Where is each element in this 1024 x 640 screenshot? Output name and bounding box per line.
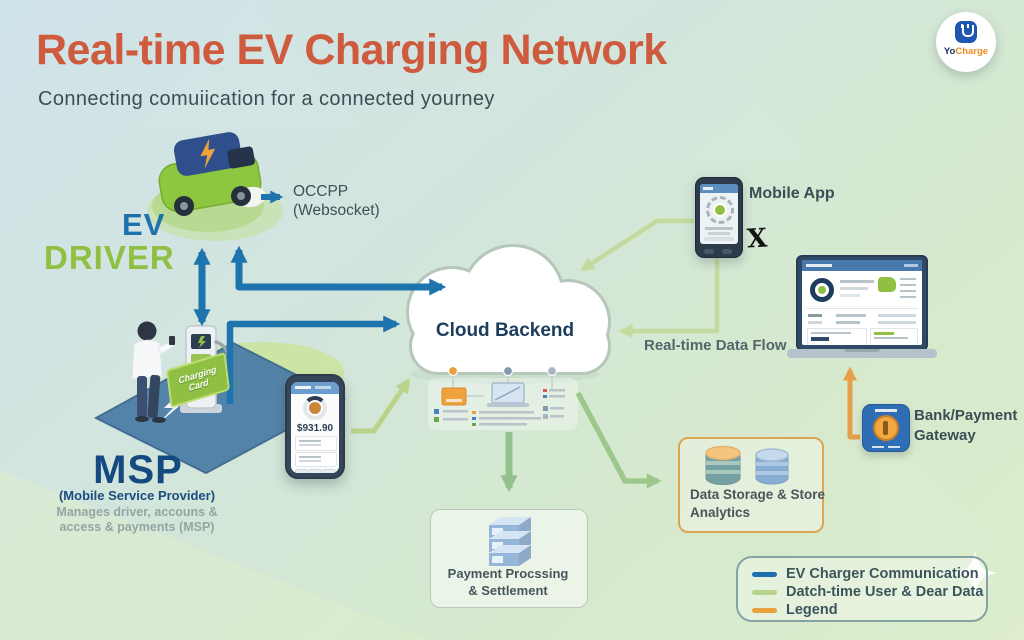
mobile-app-label: Mobile App <box>749 185 835 202</box>
legend-label: Legend <box>786 602 838 618</box>
legend-dash-green <box>752 589 777 595</box>
dashboard-donut-icon <box>810 278 834 302</box>
dashboard-screen <box>802 260 922 345</box>
payment-gateway-icon <box>862 404 910 452</box>
phone-balance: $931.90 <box>296 423 334 434</box>
msp-title: MSP <box>93 448 183 492</box>
data-storage-label: Data Storage & Store Analytics <box>690 486 825 522</box>
legend-item: EV Charger Communication <box>752 565 986 583</box>
storage-label-line2: Analytics <box>690 505 751 521</box>
laptop-icon <box>787 253 937 359</box>
arrow-mspphone-cloud <box>351 377 411 434</box>
legend-dash-orange <box>752 607 777 613</box>
msp-desc-line1: Manages driver, accouns & <box>56 505 218 519</box>
legend-label: EV Charger Communication <box>786 566 979 582</box>
arrow-cloud-storage <box>575 391 662 489</box>
msp-description: Manages driver, accouns & access & payme… <box>47 505 227 535</box>
payment-processing-label: Payment Procssing & Settlement <box>430 566 586 600</box>
data-storage-box <box>678 437 824 533</box>
legend-item: Datch-time User & Dear Data <box>752 583 986 601</box>
occpp-line1: OCCPP <box>293 183 349 200</box>
payment-label-line1: Payment Procssing <box>447 566 569 581</box>
map-blob-icon <box>878 277 896 292</box>
person-icon <box>131 321 175 423</box>
arrow-mobileapp-cloud-diagonal <box>580 218 694 271</box>
x-mark-icon: X <box>746 223 768 255</box>
driver-label: DRIVER <box>44 239 175 276</box>
cloud-icon <box>406 244 611 384</box>
yocharge-logo: YoCharge <box>936 12 996 72</box>
ev-car-icon <box>147 132 283 241</box>
logo-text: YoCharge <box>944 46 988 57</box>
lightning-icon <box>200 138 216 169</box>
arrow-mobileapp-cloud-elbow <box>618 258 720 338</box>
occpp-line2: (Websocket) <box>293 201 380 219</box>
realtime-data-flow-label: Real-time Data Flow <box>644 337 787 354</box>
storage-label-line1: Data Storage & Store <box>690 487 826 502</box>
payment-label-line2: & Settlement <box>468 582 548 598</box>
logo-text-charge: Charge <box>955 46 989 57</box>
mini-laptop-icon <box>487 382 529 407</box>
service-card-icon <box>441 387 467 406</box>
occpp-label: OCCPP (Websocket) <box>293 183 380 221</box>
plug-icon <box>955 21 977 43</box>
balance-gauge-icon <box>303 396 327 420</box>
phone-header <box>700 184 738 193</box>
phone-screen <box>700 184 738 244</box>
msp-desc-line2: access & payments (MSP) <box>59 519 215 534</box>
legend-box: EV Charger Communication Datch-time User… <box>736 556 988 622</box>
sparkle-icon <box>953 550 997 596</box>
charging-gauge-icon <box>706 196 734 224</box>
arrow-bank-laptop <box>843 366 860 440</box>
coin-icon <box>873 415 899 441</box>
msp-subtitle: (Mobile Service Provider) <box>58 488 216 503</box>
bank-label-line1: Bank/Payment <box>914 407 1018 424</box>
legend-dash-blue <box>752 571 777 577</box>
database-icon-orange <box>705 445 741 485</box>
arrow-station-cloud-upper <box>230 245 447 296</box>
cloud-subsystem-icons <box>428 365 578 430</box>
legend-item: Legend <box>752 601 986 619</box>
legend-label: Datch-time User & Dear Data <box>786 584 984 600</box>
msp-phone-screen: $931.90 <box>291 382 339 473</box>
bank-label-line2: Gateway <box>914 426 976 444</box>
logo-text-yo: Yo <box>943 46 956 57</box>
ev-label: EV <box>122 207 166 242</box>
cloud-backend-label: Cloud Backend <box>435 320 575 341</box>
arrow-station-cloud-lower <box>226 315 401 404</box>
page-title: Real-time EV Charging Network <box>36 26 667 74</box>
bank-gateway-label: Bank/Payment Gateway <box>914 406 1017 445</box>
database-icon-blue <box>755 448 789 485</box>
msp-phone-icon: $931.90 <box>285 374 345 479</box>
page-subtitle: Connecting comuiication for a connected … <box>38 88 495 110</box>
mobile-app-phone-icon <box>695 177 743 258</box>
payment-processing-box <box>430 509 588 608</box>
